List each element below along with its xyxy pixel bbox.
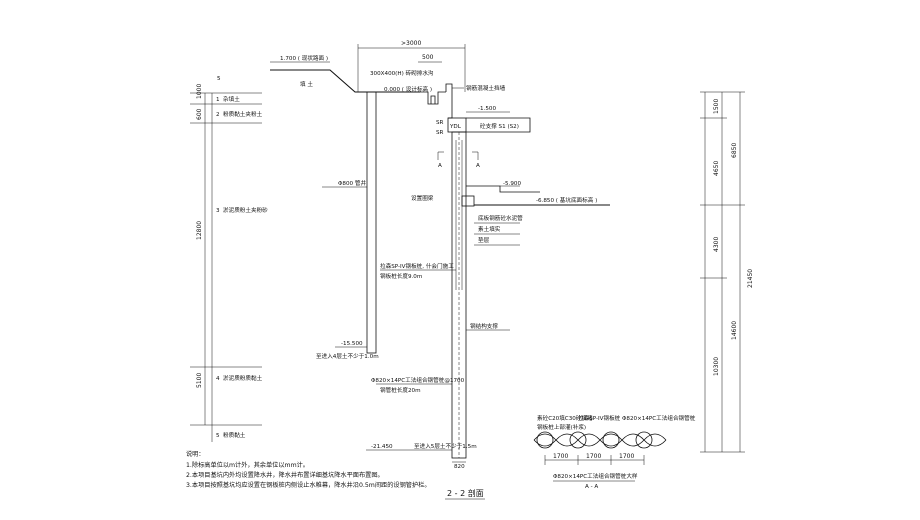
foundation-layer-2: 素土填实 — [478, 225, 501, 233]
elev-ground: 1.700 ( 现状路面 ) — [280, 54, 328, 62]
rdim-4300: 4300 — [713, 237, 720, 252]
dim-offset: 500 — [422, 54, 434, 61]
sp-length-callout: 钢板桩长度9.0m — [380, 272, 422, 280]
pile-embed-note: 至进入5层土不少于1.5m — [414, 442, 477, 450]
note-3: 3.本项目按照基坑均应设置在钢板桩内侧设止水帷幕，降水井沿0.5m间距的设钢管护… — [186, 481, 431, 489]
plan-label-left: 素砼C20填C30砼填堵 — [537, 414, 593, 422]
ydl-marker: YDL — [449, 124, 462, 130]
ground-surface: 1.700 ( 现状路面 ) 填 土 300X400(H) 砖砌排水沟 0.00… — [270, 54, 506, 119]
sr-marker-1: SR — [436, 120, 444, 126]
layer-2: 2 粉质黏土夹粉土 — [216, 110, 263, 118]
svg-text:粉质黏土: 粉质黏土 — [223, 431, 246, 439]
pile-diameter: 820 — [454, 464, 465, 470]
plan-spacing-2: 1700 — [586, 453, 601, 460]
elev-lower-slab: -5.900 — [503, 181, 521, 187]
support-system: YDL -1.500 砼支撑 S1 (S2) SR SR A A -5.900 … — [411, 106, 610, 246]
svg-text:1: 1 — [216, 97, 220, 103]
fill-label: 填 土 — [300, 80, 313, 88]
sp-sheet-pile: Φ800 管井 -15.500 至进入4层土不少于1.0m — [316, 91, 379, 360]
top-dimensions: >3000 500 — [357, 40, 466, 92]
dim-layer1: 1000 — [196, 84, 203, 99]
frame-post-callout: 钢结构支撑 — [470, 322, 498, 330]
pipe-well-callout: Φ800 管井 — [338, 179, 366, 187]
support-callout: 砼支撑 S1 (S2) — [480, 122, 519, 130]
steel-pipe-length: 钢管桩长度20m — [380, 386, 421, 394]
general-notes: 说明： 1.除标高单位以m计外，其余单位以mm计。 2.本项目基坑内外均设置降水… — [186, 450, 431, 489]
layer-5: 5 粉质黏土 — [216, 431, 246, 439]
svg-text:2: 2 — [216, 112, 220, 118]
plan-label-left2: 钢板桩上部灌(补浆) — [537, 423, 586, 431]
sp-pile-callout: 拉森SP-IV钢板桩, 什会门施工 — [380, 262, 454, 270]
rdim-21450: 21450 — [747, 269, 754, 288]
steel-pipe-pile: 拉森SP-IV钢板桩, 什会门施工 钢板桩长度9.0m 钢结构支撑 Φ820×1… — [366, 131, 510, 470]
elev-capping: -1.500 — [478, 106, 496, 112]
ring-beam-callout: 设置圈梁 — [411, 194, 434, 202]
layer-4: 4 淤泥质粉质黏土 — [216, 374, 263, 382]
notes-heading: 说明： — [186, 450, 205, 458]
steel-pipe-callout: Φ820×14PC工法组合钢管桩@1700 — [371, 376, 465, 384]
foundation-layer-3: 垫层 — [478, 236, 490, 244]
elev-pile-bottom: -21.450 — [371, 444, 393, 450]
dim-layer3: 12800 — [196, 221, 203, 240]
svg-text:5: 5 — [216, 433, 220, 439]
note-1: 1.除标高单位以m计外，其余单位以mm计。 — [186, 461, 309, 469]
svg-text:杂填土: 杂填土 — [223, 95, 240, 103]
sr-marker-2: SR — [436, 130, 444, 136]
rdim-4650: 4650 — [713, 161, 720, 176]
ditch-callout: 300X400(H) 砖砌排水沟 — [370, 69, 434, 77]
plan-label-right: Φ820×14PC工法组合钢管桩 — [622, 414, 696, 422]
dim-layer2: 600 — [196, 108, 203, 120]
svg-text:4: 4 — [216, 376, 220, 382]
elev-base: -6.850 ( 基坑底面标高 ) — [536, 196, 597, 204]
rdim-10300: 10300 — [713, 357, 720, 376]
section-a-left: A — [438, 163, 442, 169]
plan-spacing-1: 1700 — [553, 453, 568, 460]
plan-label-mid: 拉森SP-IV钢板桩 — [578, 414, 621, 422]
layer-1: 1 杂填土 — [216, 95, 240, 103]
svg-text:3: 3 — [216, 208, 220, 214]
svg-text:粉质黏土夹粉土: 粉质黏土夹粉土 — [223, 110, 263, 118]
rdim-14600: 14600 — [731, 321, 738, 340]
sp-embed-note: 至进入4层土不少于1.0m — [316, 352, 379, 360]
dim-layer4: 5100 — [196, 373, 203, 388]
retaining-wall-callout: 钢筋混凝土挡墙 — [466, 84, 506, 92]
section-title: 2 - 2 剖面 — [447, 488, 484, 498]
rdim-1500: 1500 — [713, 99, 720, 114]
foundation-layer-1: 底板钢筋砼水泥管 — [478, 214, 523, 222]
plan-caption: Φ820×14PC工法组合钢管桩大样 — [553, 472, 638, 480]
elev-sp-bottom: -15.500 — [341, 341, 363, 347]
note-2: 2.本项目基坑内外均设置降水井，降水井布置详细基坑降水平面布置图。 — [186, 471, 384, 479]
svg-text:淤泥质粉土夹粉砂: 淤泥质粉土夹粉砂 — [223, 206, 268, 214]
layer-3: 3 淤泥质粉土夹粉砂 — [216, 206, 268, 214]
elev-design: 0.000 ( 设计标高 ) — [384, 85, 432, 93]
plan-section-name: A - A — [585, 484, 598, 490]
svg-text:淤泥质粉质黏土: 淤泥质粉质黏土 — [223, 374, 263, 382]
dim-overall: >3000 — [401, 40, 421, 47]
right-dimensions: 1500 4650 4300 14600 10300 6850 21450 — [700, 91, 754, 453]
soil-profile: 5 1 杂填土 2 粉质黏土夹粉土 3 淤泥质粉土夹粉砂 4 淤泥质粉质黏土 5… — [190, 76, 268, 442]
plan-spacing-3: 1700 — [619, 453, 634, 460]
plan-detail-aa: 素砼C20填C30砼填堵 钢板桩上部灌(补浆) 拉森SP-IV钢板桩 Φ820×… — [533, 414, 696, 490]
section-a-right: A — [476, 163, 480, 169]
top-layer-number: 5 — [217, 76, 221, 82]
rdim-6850: 6850 — [731, 143, 738, 158]
